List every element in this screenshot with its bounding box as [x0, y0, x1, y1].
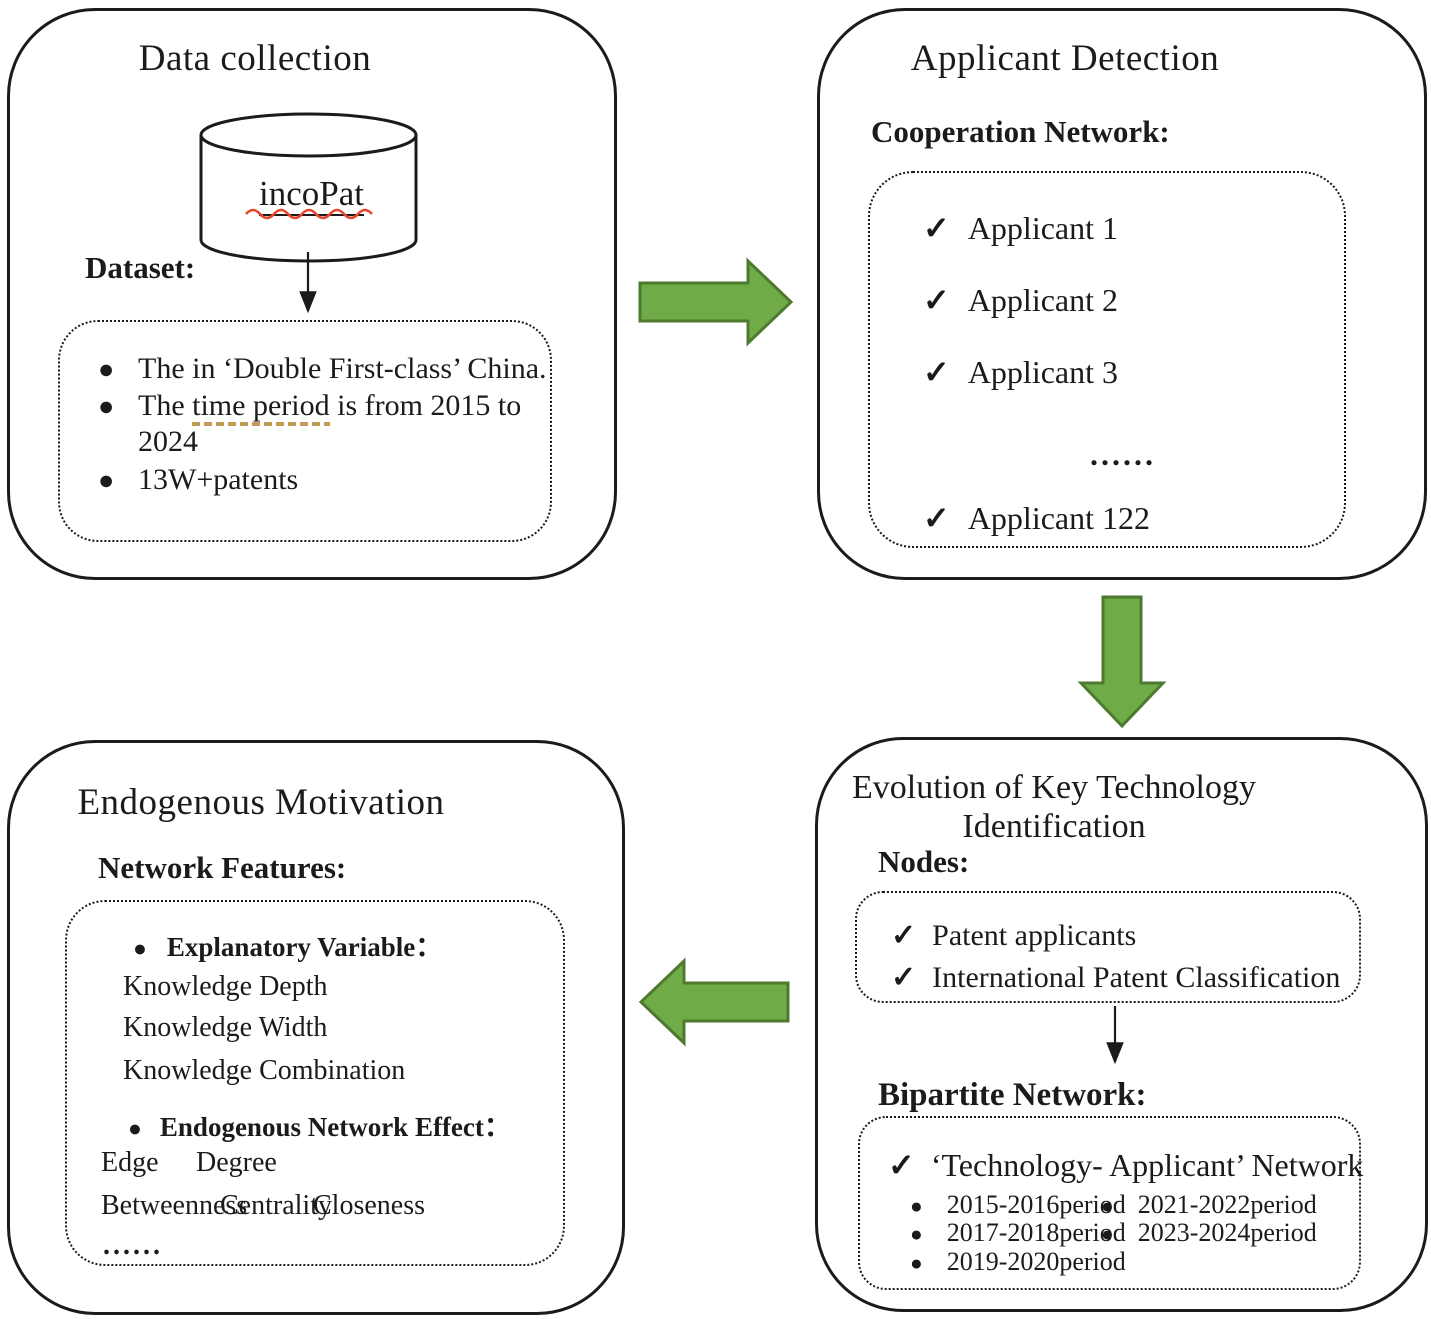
applicant-item-text: Applicant 1: [967, 210, 1118, 246]
list-item-text: 13W+patents: [138, 463, 299, 496]
ellipsis: ......: [103, 1230, 163, 1261]
feature-item: Knowledge Depth: [123, 971, 328, 1002]
period-text: 2019-2020period: [946, 1247, 1126, 1276]
arrow-down-icon: [1077, 595, 1167, 729]
bipartite-dotted-box: [858, 1116, 1361, 1290]
dataset-label: Dataset:: [85, 250, 196, 285]
node-item-text: International Patent Classification: [932, 961, 1341, 994]
arrow-left-icon: [638, 957, 790, 1047]
period-text: 2023-2024period: [1137, 1218, 1317, 1247]
panel-title-endogenous: Endogenous Motivation: [77, 782, 445, 823]
bullet-icon: ●: [98, 391, 115, 421]
list-item-text: The in ‘Double First-class’ China.: [138, 352, 547, 385]
list-item-text: The time period is from 2015 to: [138, 389, 521, 426]
bullet-icon: ●: [98, 465, 115, 495]
effect-item: Degree: [196, 1147, 277, 1178]
bipartite-item: ✓ ‘Technology- Applicant’ Network: [888, 1146, 1363, 1184]
check-icon: ✓: [923, 354, 950, 390]
check-icon: ✓: [891, 919, 917, 952]
database-label: incoPat: [204, 174, 419, 216]
network-features-dotted-box: [65, 900, 565, 1266]
network-features-label: Network Features:: [98, 850, 347, 885]
list-item: ● 13W+patents: [98, 463, 298, 497]
bullet-icon: ●: [1101, 1222, 1114, 1246]
explanatory-variable-label: Explanatory Variable：: [166, 932, 443, 962]
cooperation-dotted-box: [868, 171, 1346, 548]
bullet-icon: ●: [128, 1116, 142, 1141]
applicant-item-text: Applicant 3: [967, 354, 1118, 390]
bullet-icon: ●: [98, 354, 115, 384]
panel-title-data-collection: Data collection: [138, 38, 372, 79]
bullet-icon: ●: [133, 936, 147, 961]
panel-title-evolution: Evolution of Key Technology Identificati…: [818, 768, 1290, 846]
bipartite-label: Bipartite Network:: [878, 1077, 1147, 1113]
applicant-item: ✓ Applicant 1: [923, 209, 1118, 247]
panel-evolution: Evolution of Key Technology Identificati…: [815, 737, 1428, 1312]
panel-title-line2: Identification: [962, 808, 1146, 845]
bullet-icon: ●: [910, 1251, 923, 1275]
node-item: ✓ Patent applicants: [891, 918, 1136, 953]
endogenous-effect-header: ● Endogenous Network Effect：: [128, 1105, 511, 1144]
cooperation-network-label: Cooperation Network:: [871, 114, 1170, 149]
check-icon: ✓: [888, 1147, 915, 1183]
check-icon: ✓: [891, 961, 917, 994]
applicant-item: ✓ Applicant 122: [923, 499, 1150, 537]
explanatory-variable-header: ● Explanatory Variable：: [133, 925, 442, 964]
panel-data-collection: Data collection incoPat Dataset: ● The i…: [7, 8, 617, 580]
period-item: ● 2019-2020period: [910, 1247, 1126, 1277]
node-item-text: Patent applicants: [932, 919, 1137, 952]
list-item: ● The time period is from 2015 to: [98, 389, 521, 426]
period-text: 2015-2016period: [946, 1190, 1126, 1219]
period-item: ● 2015-2016period: [910, 1190, 1126, 1220]
list-item: ● The in ‘Double First-class’ China.: [98, 352, 547, 386]
bullet-icon: ●: [1101, 1194, 1114, 1218]
period-item: ● 2021-2022period: [1101, 1190, 1317, 1220]
effect-item: Edge: [101, 1147, 159, 1178]
nodes-label: Nodes:: [878, 844, 970, 879]
dataset-dotted-box: [58, 320, 552, 542]
check-icon: ✓: [923, 500, 950, 536]
panel-applicant-detection: Applicant Detection Cooperation Network:…: [817, 8, 1427, 580]
check-icon: ✓: [923, 210, 950, 246]
panel-title-line1: Evolution of Key Technology: [852, 769, 1256, 806]
check-icon: ✓: [923, 282, 950, 318]
applicant-item: ✓ Applicant 3: [923, 353, 1118, 391]
grammar-underlined-text: time period: [192, 389, 330, 426]
bipartite-item-text: ‘Technology- Applicant’ Network: [930, 1147, 1364, 1183]
list-item-text: 2024: [138, 425, 198, 458]
effect-item: Centrality: [220, 1190, 332, 1221]
effect-item: Closeness: [313, 1190, 425, 1221]
feature-item: Knowledge Width: [123, 1012, 328, 1043]
period-item: ● 2023-2024period: [1101, 1218, 1317, 1248]
nodes-dotted-box: [855, 891, 1361, 1003]
node-item: ✓ International Patent Classification: [891, 960, 1340, 995]
endogenous-effect-label: Endogenous Network Effect：: [159, 1112, 511, 1142]
arrow-right-icon: [638, 257, 794, 347]
applicant-item: ✓ Applicant 2: [923, 281, 1118, 319]
ellipsis: ......: [1090, 436, 1156, 472]
period-text: 2021-2022period: [1137, 1190, 1317, 1219]
feature-item: Knowledge Combination: [123, 1055, 406, 1086]
effect-item: Betweenness: [101, 1190, 248, 1221]
applicant-item-text: Applicant 2: [967, 282, 1118, 318]
list-item-wrap-line: 2024: [138, 425, 198, 459]
applicant-item-text: Applicant 122: [967, 500, 1150, 536]
period-item: ● 2017-2018period: [910, 1218, 1126, 1248]
panel-endogenous-motivation: Endogenous Motivation Network Features: …: [7, 740, 625, 1315]
bullet-icon: ●: [910, 1194, 923, 1218]
panel-title-applicant-detection: Applicant Detection: [910, 38, 1220, 79]
bullet-icon: ●: [910, 1222, 923, 1246]
period-text: 2017-2018period: [946, 1218, 1126, 1247]
